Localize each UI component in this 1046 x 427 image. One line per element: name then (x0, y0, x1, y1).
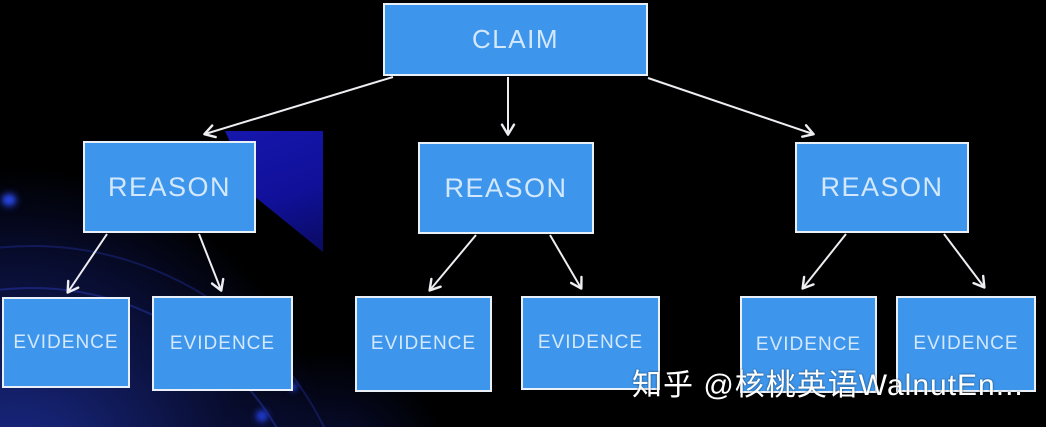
reason-node-1: REASON (83, 141, 256, 233)
arrow-reason-3-to-evidence-5 (801, 233, 847, 290)
reason-node-2: REASON (418, 142, 594, 234)
evidence-node-3: EVIDENCE (355, 296, 492, 392)
claim-node: CLAIM (383, 3, 648, 76)
claim-label: CLAIM (472, 24, 559, 54)
arrow-claim-to-reason-3 (647, 77, 815, 138)
arrow-reason-2-to-evidence-3 (428, 234, 477, 292)
reason-label: REASON (444, 172, 568, 203)
evidence-label: EVIDENCE (13, 331, 119, 353)
arrow-reason-2-to-evidence-4 (549, 234, 583, 290)
arrow-reason-3-to-evidence-6 (943, 233, 986, 289)
reason-node-3: REASON (795, 142, 969, 233)
reason-label: REASON (820, 172, 944, 202)
evidence-label: EVIDENCE (169, 332, 276, 354)
evidence-label: EVIDENCE (913, 333, 1019, 354)
arrow-reason-1-to-evidence-2 (198, 233, 225, 292)
evidence-label: EVIDENCE (755, 333, 862, 355)
watermark: 知乎 @核桃英语WalnutEn... (632, 369, 1024, 402)
arrow-claim-to-reason-1 (203, 76, 394, 139)
reason-label: REASON (107, 171, 232, 202)
evidence-label: EVIDENCE (370, 333, 477, 354)
evidence-label: EVIDENCE (537, 332, 644, 353)
evidence-node-1: EVIDENCE (2, 297, 130, 388)
arrow-reason-1-to-evidence-1 (66, 233, 108, 294)
evidence-node-2: EVIDENCE (152, 296, 293, 391)
